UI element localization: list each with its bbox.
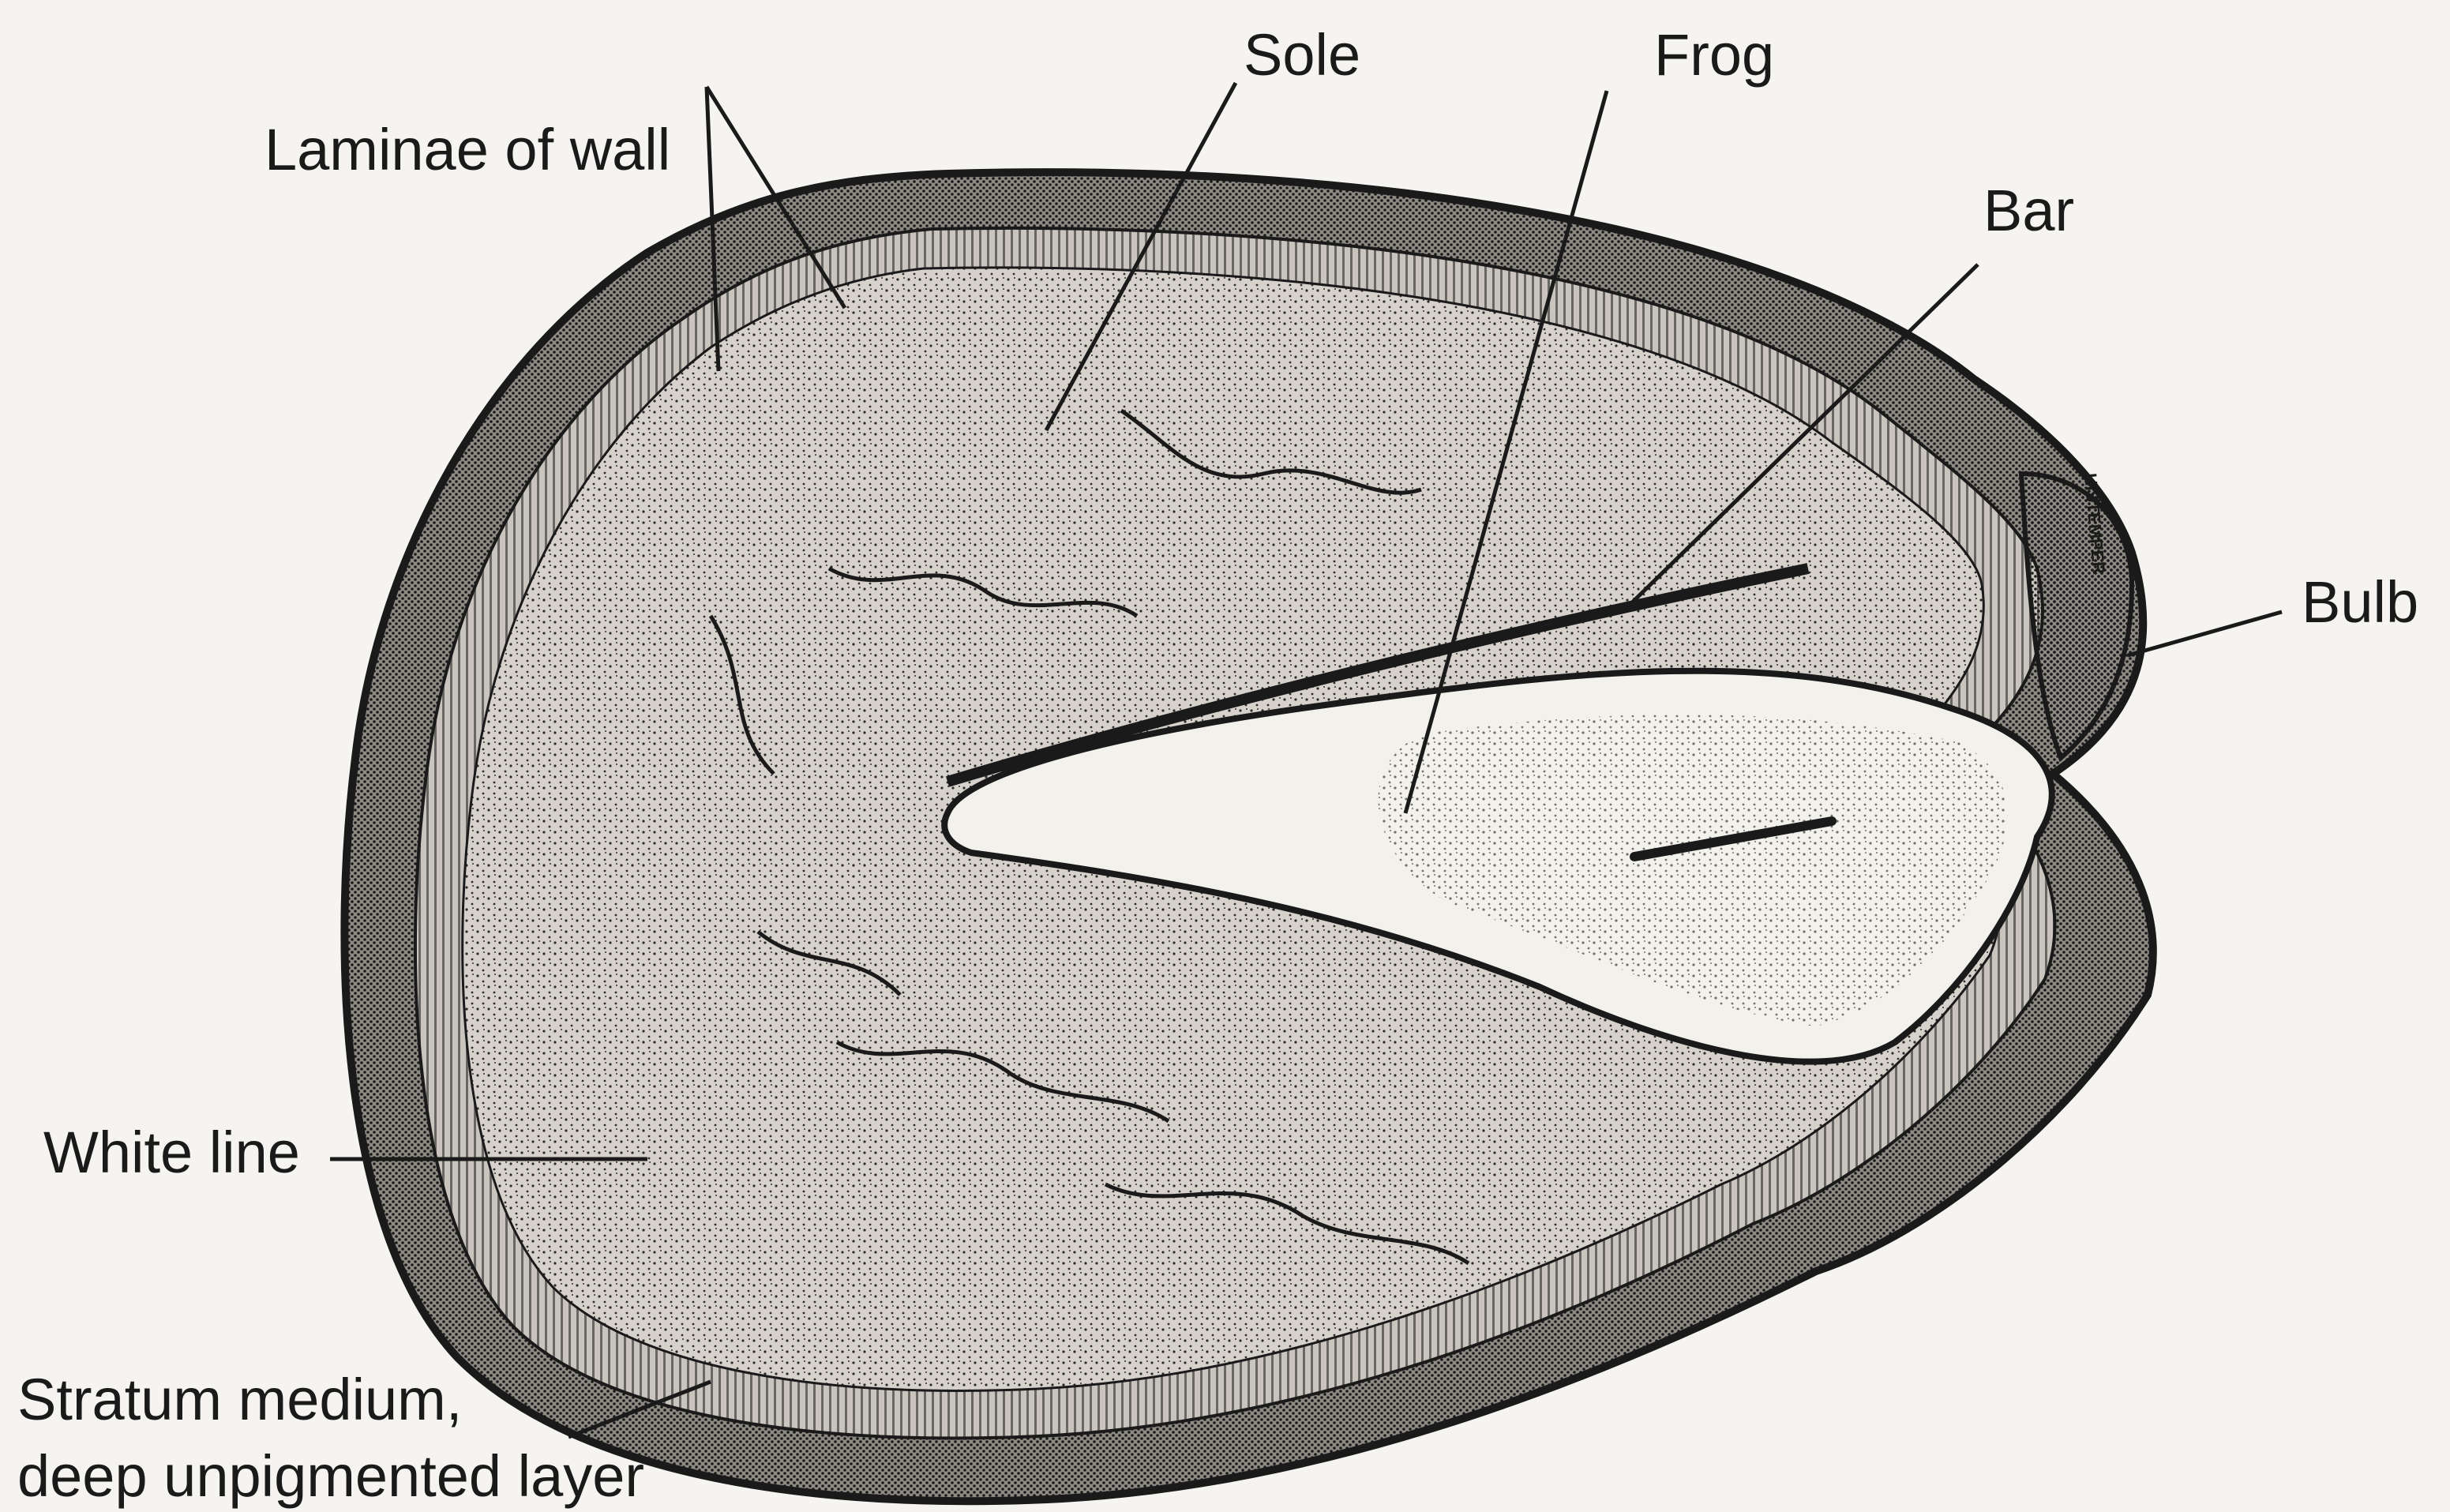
label-bar: Bar [1983, 178, 2074, 243]
label-bulb: Bulb [2302, 569, 2418, 635]
leader-bulb [2128, 612, 2282, 655]
label-frog: Frog [1654, 22, 1774, 88]
label-laminae: Laminae of wall [265, 117, 670, 182]
label-white-line: White line [43, 1120, 300, 1185]
label-stratum-line1: Stratum medium, [17, 1367, 462, 1432]
label-sole: Sole [1244, 22, 1360, 88]
label-stratum-line2: deep unpigmented layer [17, 1443, 644, 1509]
